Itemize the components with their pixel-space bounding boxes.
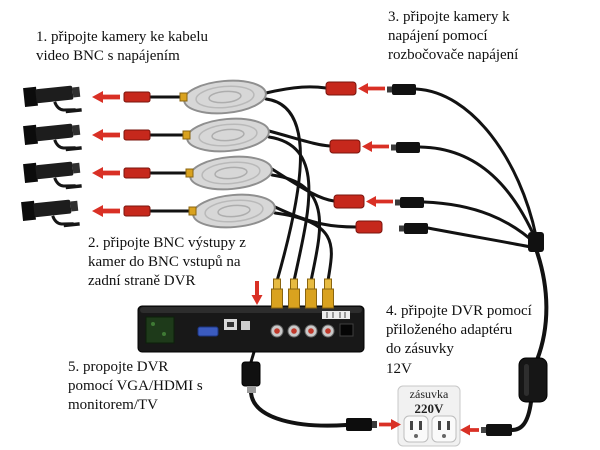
splitter-junction	[528, 232, 544, 252]
outlet-name: zásuvka	[409, 387, 449, 401]
arrow-left-icon	[366, 196, 393, 207]
bnc-inputs	[270, 324, 335, 338]
arrow-left-icon	[92, 205, 120, 217]
camera-icons	[21, 85, 82, 228]
arrow-left-icon	[92, 91, 120, 103]
usb-port	[241, 321, 250, 330]
cable-coils	[183, 79, 276, 229]
cable-coil	[192, 193, 276, 229]
outlet-label: zásuvka 220V	[398, 387, 460, 417]
step5-instruction: 5. propojte DVR pomocí VGA/HDMI s monito…	[68, 359, 203, 414]
adapter-plug	[481, 424, 512, 436]
yellow-coil-ends	[179, 92, 197, 216]
cable-lines	[148, 85, 549, 432]
dvr-box	[137, 305, 365, 353]
wall-outlet	[397, 385, 461, 447]
cable-coil	[183, 79, 267, 115]
camera-icon	[23, 123, 82, 152]
step4-instruction: 4. připojte DVR pomocí přiloženého adapt…	[386, 303, 532, 377]
red-power-connectors	[123, 81, 383, 234]
step3-instruction: 3. připojte kamery k napájení pomocí roz…	[388, 9, 519, 64]
red-arrows	[92, 83, 479, 436]
vga-port	[197, 326, 219, 337]
outlet-voltage: 220V	[414, 400, 444, 416]
cable-coil	[189, 155, 273, 191]
dvr-sticker	[322, 311, 350, 319]
arrow-down-icon	[251, 281, 263, 305]
cable-coil	[186, 117, 270, 153]
step2-instruction: 2. připojte BNC výstupy z kamer do BNC v…	[88, 235, 246, 290]
arrow-left-icon	[460, 424, 479, 436]
dvr-power-plug	[346, 418, 377, 431]
outlet-socket	[431, 415, 457, 443]
camera-icon	[23, 161, 82, 190]
arrow-left-icon	[358, 83, 385, 94]
arrow-left-icon	[362, 141, 389, 152]
arrow-right-icon	[379, 419, 401, 430]
arrow-left-icon	[92, 167, 120, 179]
splitter-dc-plugs	[387, 84, 428, 234]
power-adapter-brick	[518, 357, 548, 403]
outlet-socket	[403, 415, 429, 443]
dvr-power-inlet	[339, 323, 354, 337]
dvr-pcb	[145, 316, 175, 344]
camera-icon	[23, 85, 82, 114]
bnc-yellow-plugs	[271, 278, 334, 309]
vga-hdmi-connector	[241, 361, 261, 393]
arrow-left-icon	[92, 129, 120, 141]
step1-instruction: 1. připojte kamery ke kabelu video BNC s…	[36, 29, 209, 65]
camera-icon	[21, 199, 80, 228]
